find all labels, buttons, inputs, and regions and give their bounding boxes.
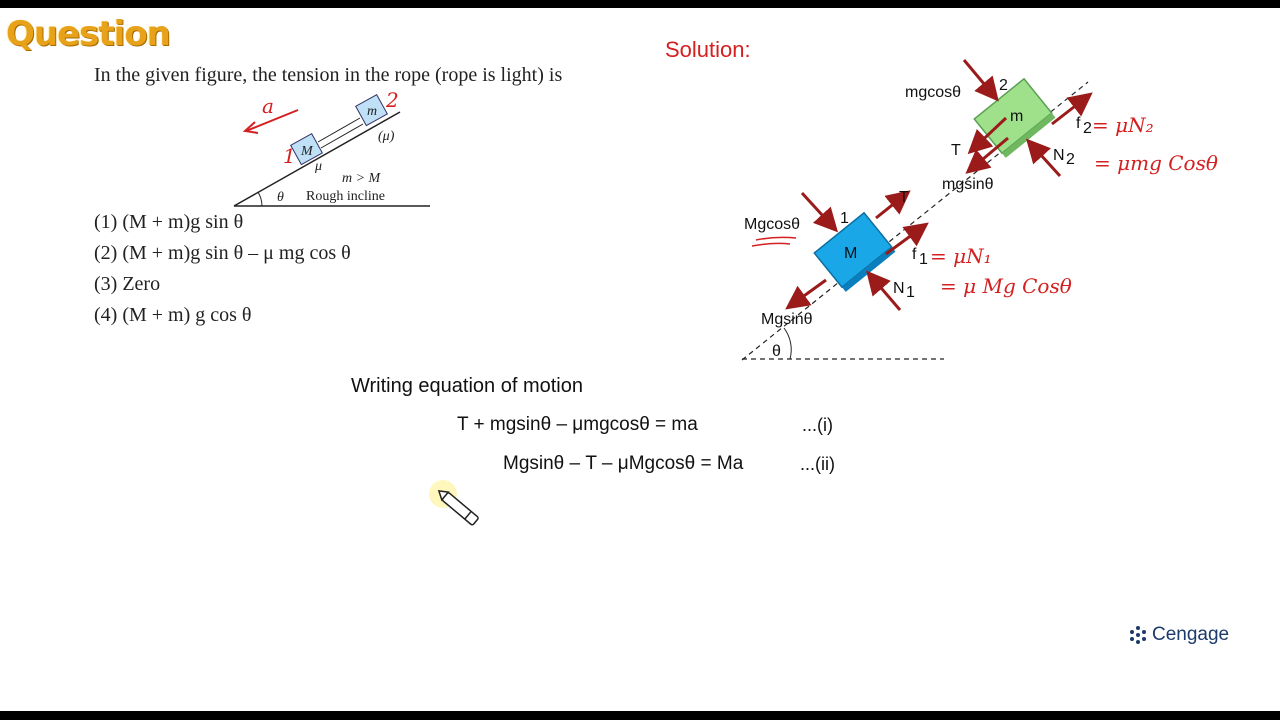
incline-label: Rough incline	[306, 189, 385, 204]
mu-paren-label: (μ)	[378, 129, 395, 144]
block-M-label: M	[844, 245, 857, 262]
question-block-M-label: M	[300, 144, 314, 159]
mgcos-label: mgcosθ	[905, 84, 961, 101]
f1-eq-2: = μ Mg Cosθ	[940, 274, 1072, 298]
f1-label: f	[912, 246, 917, 263]
top-letterbox	[0, 0, 1280, 8]
N2-subscript: 2	[1066, 151, 1075, 168]
mgsin-label: mgsinθ	[942, 176, 994, 193]
accel-label: a	[262, 94, 274, 118]
incline-angle-theta: θ	[772, 343, 781, 360]
condition-label: m > M	[342, 171, 382, 186]
incline-angle: θ	[277, 190, 284, 205]
option-2[interactable]: (2) (M + m)g sin θ – μ mg cos θ	[94, 242, 351, 264]
f1-eq-1: = μN₁	[930, 244, 992, 268]
option-3[interactable]: (3) Zero	[94, 273, 161, 295]
mu-label: μ	[314, 159, 322, 174]
pen-cursor-icon	[429, 480, 479, 526]
question-block-M	[290, 133, 324, 166]
bottom-letterbox	[0, 711, 1280, 720]
question-block-m	[355, 94, 389, 127]
equation-1: T + mgsinθ – μmgcosθ = ma	[457, 414, 698, 435]
solution-title: Solution:	[665, 37, 751, 62]
block-2-number: 2	[999, 77, 1008, 94]
equation-2-tag: ...(ii)	[800, 454, 835, 474]
question-text: In the given figure, the tension in the …	[94, 64, 563, 86]
cengage-dots-icon	[1130, 626, 1146, 644]
brand-name: Cengage	[1152, 624, 1230, 645]
f2-label: f	[1076, 115, 1081, 132]
N1-label: N	[893, 280, 905, 297]
equation-heading: Writing equation of motion	[351, 375, 583, 397]
f2-subscript: 2	[1083, 120, 1092, 137]
question-block-m-label: m	[367, 104, 377, 119]
Mgcos-label: Mgcosθ	[744, 216, 800, 233]
tension-bottom-label: T	[899, 189, 909, 206]
option-1[interactable]: (1) (M + m)g sin θ	[94, 211, 244, 233]
tension-top-label: T	[951, 142, 961, 159]
question-logo: Question	[6, 14, 171, 54]
equation-2: Mgsinθ – T – μMgcosθ = Ma	[503, 453, 744, 474]
brand-logo: Cengage	[1128, 624, 1229, 646]
f2-eq-2: = μmg Cosθ	[1094, 151, 1218, 175]
N2-label: N	[1053, 147, 1065, 164]
block-m-number: 2	[385, 88, 399, 112]
block-1-number: 1	[840, 210, 849, 227]
f1-subscript: 1	[919, 251, 928, 268]
f2-eq-1: = μN₂	[1092, 113, 1154, 137]
block-M-blue	[813, 211, 896, 292]
equation-1-tag: ...(i)	[802, 415, 833, 435]
option-4[interactable]: (4) (M + m) g cos θ	[94, 304, 252, 326]
Mgsin-label: Mgsinθ	[761, 311, 813, 328]
N1-subscript: 1	[906, 284, 915, 301]
block-M-number: 1	[283, 144, 296, 168]
block-m-label: m	[1010, 108, 1023, 125]
